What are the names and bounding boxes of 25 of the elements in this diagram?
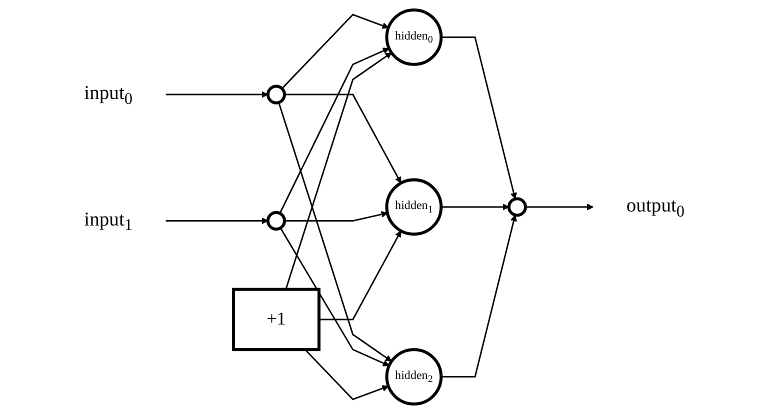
node-circle — [266, 84, 286, 104]
node-circle — [507, 197, 527, 217]
arrow — [284, 94, 401, 184]
node-text: input$_{1}$ — [84, 208, 132, 234]
arrow — [440, 204, 509, 210]
arrow — [525, 204, 594, 210]
arrow — [278, 48, 390, 214]
arrow — [278, 102, 392, 362]
node-circle: hidden$_{2}$ — [384, 348, 442, 406]
node-text: input$_{0}$ — [84, 82, 132, 108]
arrow — [304, 349, 388, 400]
arrow — [281, 14, 388, 90]
arrow — [318, 230, 401, 320]
node-text: output$_{0}$ — [626, 194, 684, 220]
arrow — [165, 218, 268, 224]
arrow — [284, 52, 392, 290]
arrow — [284, 211, 388, 222]
node-circle — [266, 211, 286, 231]
arrow — [279, 228, 390, 366]
node-circle: hidden$_{1}$ — [384, 178, 442, 236]
node-box: +1 — [232, 288, 320, 352]
node-circle: hidden$_{0}$ — [384, 8, 442, 66]
arrow — [440, 36, 517, 200]
arrow — [165, 91, 268, 98]
arrow — [440, 214, 517, 378]
